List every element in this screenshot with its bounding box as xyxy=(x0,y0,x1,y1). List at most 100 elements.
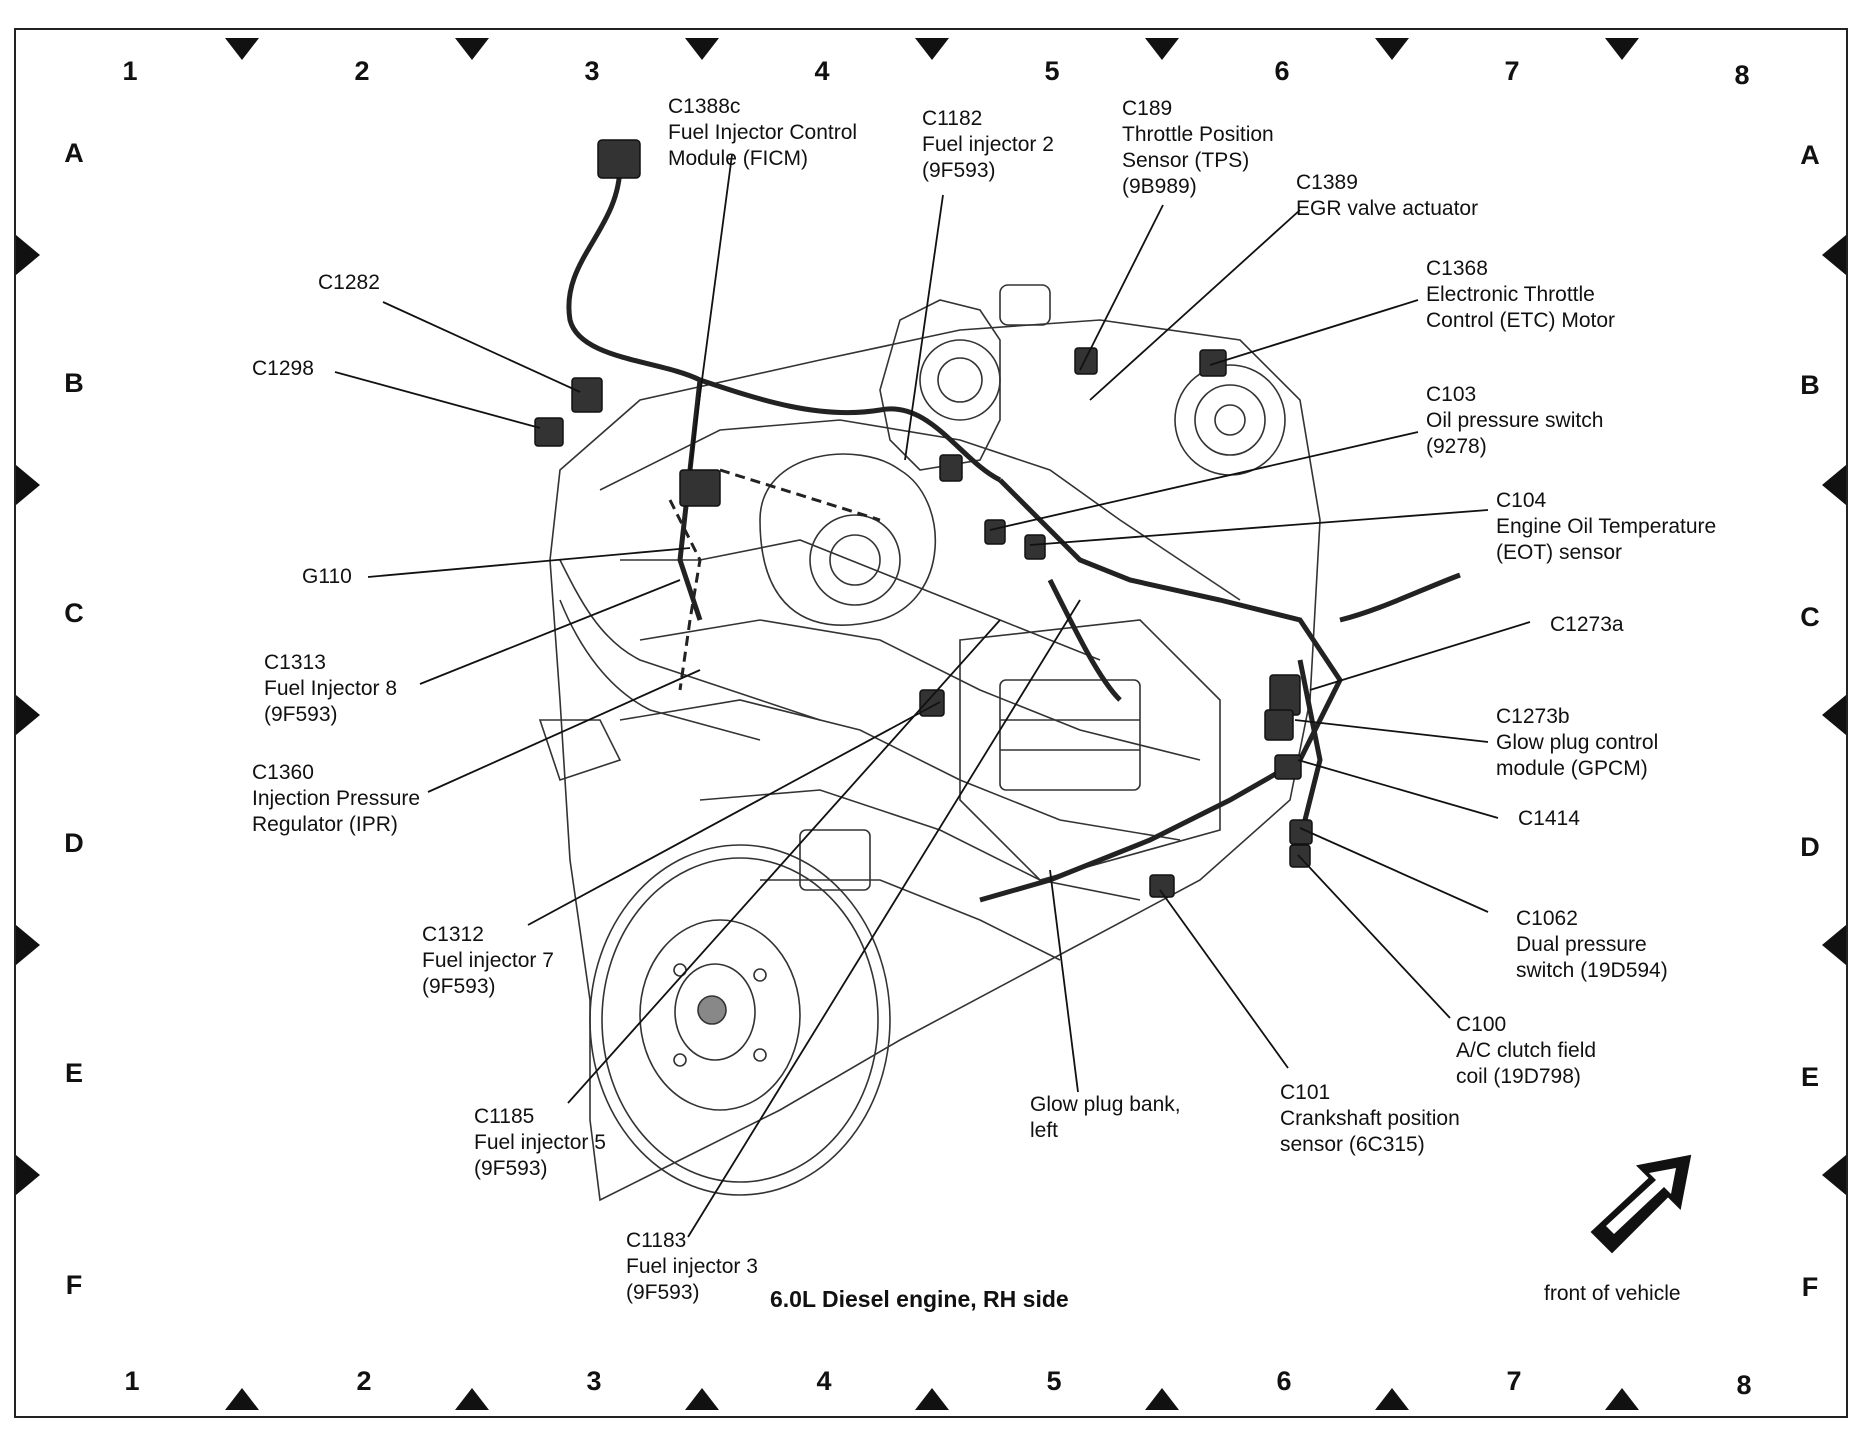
col-label-top-3: 3 xyxy=(584,56,600,86)
diagram-title: 6.0L Diesel engine, RH side xyxy=(770,1286,1069,1312)
callout-line: C101 xyxy=(1280,1081,1331,1104)
diagram-frame xyxy=(14,28,1848,1418)
callout-line: C1273b xyxy=(1496,705,1570,728)
callout-line: (EOT) sensor xyxy=(1496,541,1623,564)
callout-line: Regulator (IPR) xyxy=(252,813,398,836)
col-label-bottom-4: 4 xyxy=(816,1366,832,1396)
callout-line: G110 xyxy=(302,565,352,588)
intake-manifold xyxy=(538,559,871,891)
callout-c1273a: C1273a xyxy=(1550,612,1624,638)
callout-line: C1389 xyxy=(1296,171,1358,194)
callout-line: coil (19D798) xyxy=(1456,1065,1581,1088)
callout-line: Control (ETC) Motor xyxy=(1426,309,1616,332)
row-label-left-c: C xyxy=(64,598,84,628)
callout-c100: C100 A/C clutch field coil (19D798) xyxy=(1456,1012,1596,1090)
callout-line: C1273a xyxy=(1550,613,1624,636)
callout-line: (9B989) xyxy=(1122,175,1197,198)
callout-line: Engine Oil Temperature xyxy=(1496,515,1717,538)
callout-c1282: C1282 xyxy=(318,270,380,296)
col-label-top-4: 4 xyxy=(814,56,830,86)
col-label-bottom-8: 8 xyxy=(1736,1370,1752,1400)
col-label-bottom-2: 2 xyxy=(356,1366,372,1396)
harness-dashed xyxy=(668,468,881,691)
callout-line: C100 xyxy=(1456,1013,1507,1036)
callout-line: Oil pressure switch xyxy=(1426,409,1604,432)
front-arrow-icon xyxy=(1590,1154,1692,1254)
callout-line: C103 xyxy=(1426,383,1477,406)
callout-line: sensor (6C315) xyxy=(1280,1133,1425,1156)
leader-lines xyxy=(334,154,1531,1238)
callout-line: (9F593) xyxy=(422,975,496,998)
col-label-top-7: 7 xyxy=(1504,56,1520,86)
callout-line: (9278) xyxy=(1426,435,1487,458)
callout-c1183: C1183 Fuel injector 3 (9F593) xyxy=(626,1228,758,1306)
col-label-top-5: 5 xyxy=(1044,56,1060,86)
callout-line: (9F593) xyxy=(474,1157,548,1180)
callout-c1312: C1312 Fuel injector 7 (9F593) xyxy=(422,922,554,1000)
callout-c1273b: C1273b Glow plug control module (GPCM) xyxy=(1496,704,1658,782)
callout-line: C1388c xyxy=(668,95,741,118)
callout-line: Glow plug control xyxy=(1496,731,1659,754)
col-label-bottom-5: 5 xyxy=(1046,1366,1062,1396)
row-label-right-f: F xyxy=(1801,1272,1819,1302)
front-of-vehicle-label: front of vehicle xyxy=(1544,1282,1681,1305)
col-label-bottom-7: 7 xyxy=(1506,1366,1522,1396)
connectors xyxy=(534,139,1313,898)
callout-line: switch (19D594) xyxy=(1516,959,1668,982)
callout-line: C1360 xyxy=(252,761,314,784)
callout-line: C104 xyxy=(1496,489,1547,512)
row-label-left-f: F xyxy=(65,1270,83,1300)
row-label-left-d: D xyxy=(64,828,84,858)
callout-line: Fuel Injector 8 xyxy=(264,677,398,700)
callout-line: Electronic Throttle xyxy=(1426,283,1595,306)
callout-c1389: C1389 EGR valve actuator xyxy=(1296,170,1478,222)
col-label-bottom-1: 1 xyxy=(124,1366,140,1396)
callout-line: C1282 xyxy=(318,271,380,294)
callout-c1182: C1182 Fuel injector 2 (9F593) xyxy=(922,106,1054,184)
callout-line: Crankshaft position xyxy=(1280,1107,1460,1130)
row-label-right-b: B xyxy=(1800,370,1820,400)
callout-line: C1182 xyxy=(922,107,983,130)
callout-c1360: C1360 Injection Pressure Regulator (IPR) xyxy=(252,760,420,838)
callout-line: Module (FICM) xyxy=(668,147,809,170)
callout-c1185: C1185 Fuel injector 5 (9F593) xyxy=(474,1104,606,1182)
callout-line: Glow plug bank, xyxy=(1030,1093,1181,1116)
callout-line: left xyxy=(1030,1119,1059,1142)
callout-line: Throttle Position xyxy=(1122,123,1274,146)
callout-line: C1368 xyxy=(1426,257,1488,280)
callout-line: C189 xyxy=(1122,97,1173,120)
engine-outline xyxy=(549,284,1321,1202)
row-label-right-d: D xyxy=(1800,832,1820,862)
callout-c1062: C1062 Dual pressure switch (19D594) xyxy=(1516,906,1668,984)
row-label-right-a: A xyxy=(1800,140,1820,170)
callout-line: (9F593) xyxy=(626,1281,700,1304)
row-label-right-e: E xyxy=(1800,1062,1819,1092)
callout-line: Fuel injector 7 xyxy=(422,949,554,972)
callout-line: Fuel injector 5 xyxy=(474,1131,606,1154)
callout-line: A/C clutch field xyxy=(1456,1039,1597,1062)
callout-glow-plug-bank: Glow plug bank, left xyxy=(1030,1092,1181,1144)
callout-line: C1414 xyxy=(1518,807,1580,830)
callout-line: C1062 xyxy=(1516,907,1578,930)
callout-line: Fuel injector 2 xyxy=(922,133,1054,156)
callout-line: C1313 xyxy=(264,651,326,674)
col-label-top-8: 8 xyxy=(1734,60,1750,90)
callout-c1313: C1313 Fuel Injector 8 (9F593) xyxy=(264,650,397,728)
row-label-left-b: B xyxy=(64,368,84,398)
callout-c1414: C1414 xyxy=(1518,806,1580,832)
callout-c1298: C1298 xyxy=(252,356,314,382)
col-label-bottom-3: 3 xyxy=(586,1366,602,1396)
callout-c189: C189 Throttle Position Sensor (TPS) (9B9… xyxy=(1122,96,1274,200)
frame-markers xyxy=(16,38,1846,1410)
callout-g110: G110 xyxy=(302,564,352,590)
callout-line: Injection Pressure xyxy=(252,787,421,810)
callout-c103: C103 Oil pressure switch (9278) xyxy=(1426,382,1603,460)
callout-line: Fuel Injector Control xyxy=(668,121,858,144)
callout-line: C1185 xyxy=(474,1105,535,1128)
row-label-left-e: E xyxy=(64,1058,83,1088)
callout-c101: C101 Crankshaft position sensor (6C315) xyxy=(1280,1080,1460,1158)
callout-c1388c: C1388c Fuel Injector Control Module (FIC… xyxy=(668,94,857,172)
callout-c104: C104 Engine Oil Temperature (EOT) sensor xyxy=(1496,488,1716,566)
callout-line: (9F593) xyxy=(264,703,338,726)
col-label-top-6: 6 xyxy=(1274,56,1290,86)
